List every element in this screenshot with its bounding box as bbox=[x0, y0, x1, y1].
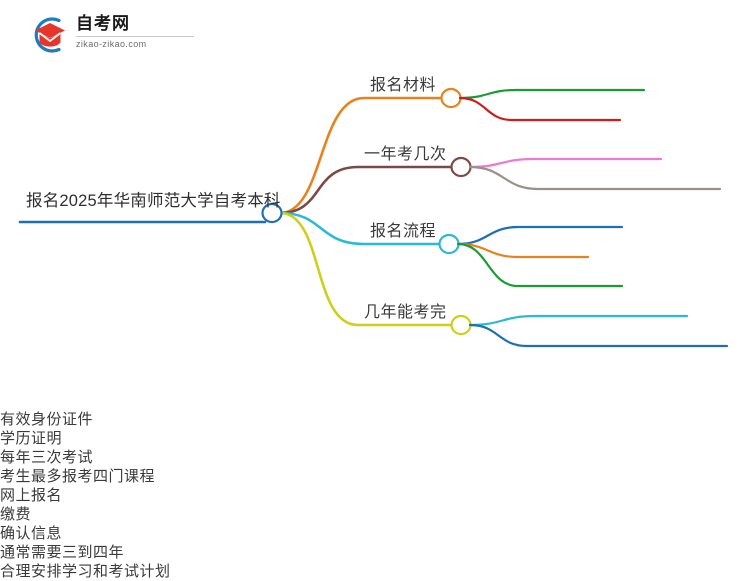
leaf-label-1-0[interactable]: 每年三次考试 bbox=[0, 449, 94, 466]
leaf-label-0-1[interactable]: 学历证明 bbox=[0, 430, 63, 447]
graduation-cap-icon bbox=[28, 14, 72, 56]
leaf-edge-2-1 bbox=[456, 242, 590, 259]
leaf-edge-2-0 bbox=[456, 225, 624, 246]
branch-node-0[interactable] bbox=[440, 87, 462, 109]
branch-edge-2 bbox=[278, 211, 442, 246]
leaf-label-2-0[interactable]: 网上报名 bbox=[0, 487, 63, 504]
branch-edge-1 bbox=[278, 165, 454, 215]
root-node[interactable] bbox=[261, 202, 283, 224]
branch-node-3[interactable] bbox=[450, 314, 472, 336]
branch-node-2[interactable] bbox=[438, 233, 460, 255]
leaf-label-3-0[interactable]: 通常需要三到四年 bbox=[0, 544, 125, 561]
leaf-edge-3-0 bbox=[468, 314, 689, 327]
leaf-edge-0-1 bbox=[458, 96, 622, 122]
branch-node-1[interactable] bbox=[450, 156, 472, 178]
logo-title: 自考网 bbox=[76, 14, 130, 33]
branch-edge-0 bbox=[278, 96, 444, 215]
leaf-label-1-1[interactable]: 考生最多报考四门课程 bbox=[0, 468, 156, 485]
mindmap-edges bbox=[18, 87, 729, 348]
leaf-edge-3-1 bbox=[468, 323, 729, 348]
leaf-label-3-1[interactable]: 合理安排学习和考试计划 bbox=[0, 563, 171, 580]
root-label[interactable]: 报名2025年华南师范大学自考本科 bbox=[26, 192, 281, 210]
leaf-label-2-1[interactable]: 缴费 bbox=[0, 506, 32, 523]
branch-label-0[interactable]: 报名材料 bbox=[370, 77, 437, 94]
mindmap-labels: 报名2025年华南师范大学自考本科 报名材料有效身份证件学历证明 一年考几次每年三次… bbox=[0, 77, 750, 581]
site-logo: 自考网 zikao-zikao.com bbox=[28, 12, 198, 58]
leaf-edge-2-2 bbox=[456, 242, 624, 288]
leaf-edge-0-0 bbox=[458, 88, 646, 100]
branch-label-3[interactable]: 几年能考完 bbox=[364, 304, 447, 321]
logo-domain: zikao-zikao.com bbox=[76, 39, 147, 49]
leaf-edge-1-0 bbox=[468, 157, 663, 169]
branch-label-2[interactable]: 报名流程 bbox=[370, 223, 437, 240]
logo-divider bbox=[76, 36, 194, 37]
leaf-edge-1-1 bbox=[468, 165, 722, 191]
leaf-label-0-0[interactable]: 有效身份证件 bbox=[0, 411, 94, 428]
branch-label-1[interactable]: 一年考几次 bbox=[364, 146, 447, 163]
mindmap-canvas: 报名2025年华南师范大学自考本科 报名材料有效身份证件学历证明 一年考几次每年三次… bbox=[0, 77, 729, 580]
branch-edge-3 bbox=[278, 211, 454, 327]
leaf-label-2-2[interactable]: 确认信息 bbox=[0, 525, 63, 542]
